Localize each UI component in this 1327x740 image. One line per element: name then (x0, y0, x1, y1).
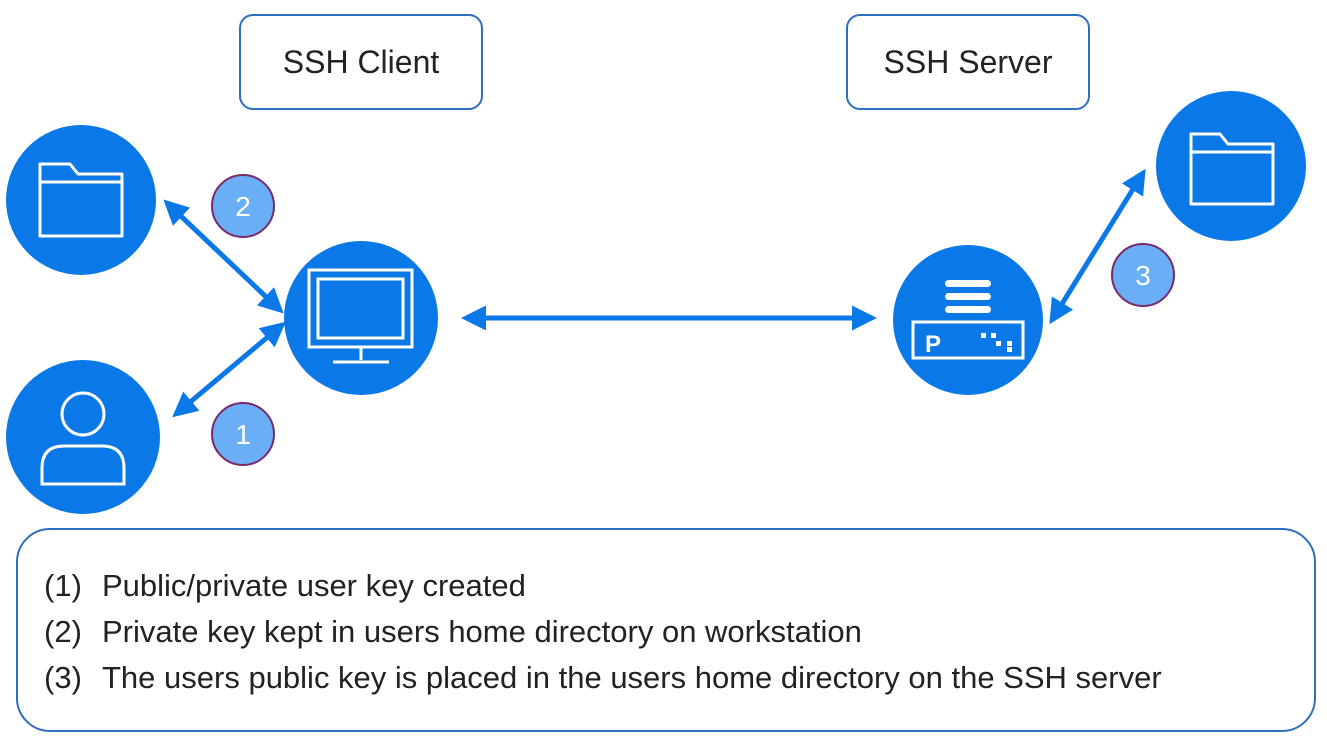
ssh-server-label: SSH Server (846, 14, 1090, 110)
svg-text:1: 1 (235, 419, 251, 450)
svg-text:3: 3 (1135, 260, 1151, 291)
svg-text:P: P (925, 331, 941, 358)
monitor-icon (307, 268, 414, 364)
step-badge-1: 1 (211, 402, 275, 466)
client-user-node (6, 360, 160, 514)
legend-item-1: (1) Public/private user key created (44, 568, 526, 604)
arrow-server-folder (1049, 168, 1146, 325)
arrow-user-workstation (172, 321, 286, 418)
legend-number: (3) (44, 660, 82, 695)
legend-text: The users public key is placed in the us… (102, 660, 1162, 695)
legend-item-3: (3) The users public key is placed in the… (44, 660, 1162, 696)
arrow-folder-workstation (163, 199, 284, 314)
step-badge-2: 2 (211, 174, 275, 238)
folder-icon (1189, 132, 1275, 206)
step-badge-3: 3 (1111, 243, 1175, 307)
legend-box: (1) Public/private user key created (2) Pr… (16, 528, 1316, 732)
client-folder-node (6, 125, 156, 275)
ssh-client-label: SSH Client (239, 14, 483, 110)
legend-item-2: (2) Private key kept in users home direct… (44, 614, 862, 650)
diagram-canvas: P 2 1 3 (6, 91, 1306, 514)
folder-icon (38, 162, 124, 238)
user-icon (40, 391, 126, 486)
server-folder-node (1156, 91, 1306, 241)
legend-text: Public/private user key created (102, 568, 526, 603)
legend-number: (2) (44, 614, 82, 649)
legend-number: (1) (44, 568, 82, 603)
svg-text:2: 2 (235, 191, 251, 222)
legend-text: Private key kept in users home directory… (102, 614, 862, 649)
workstation-node (284, 241, 438, 395)
server-icon: P (911, 280, 1025, 360)
server-node: P (893, 245, 1043, 395)
